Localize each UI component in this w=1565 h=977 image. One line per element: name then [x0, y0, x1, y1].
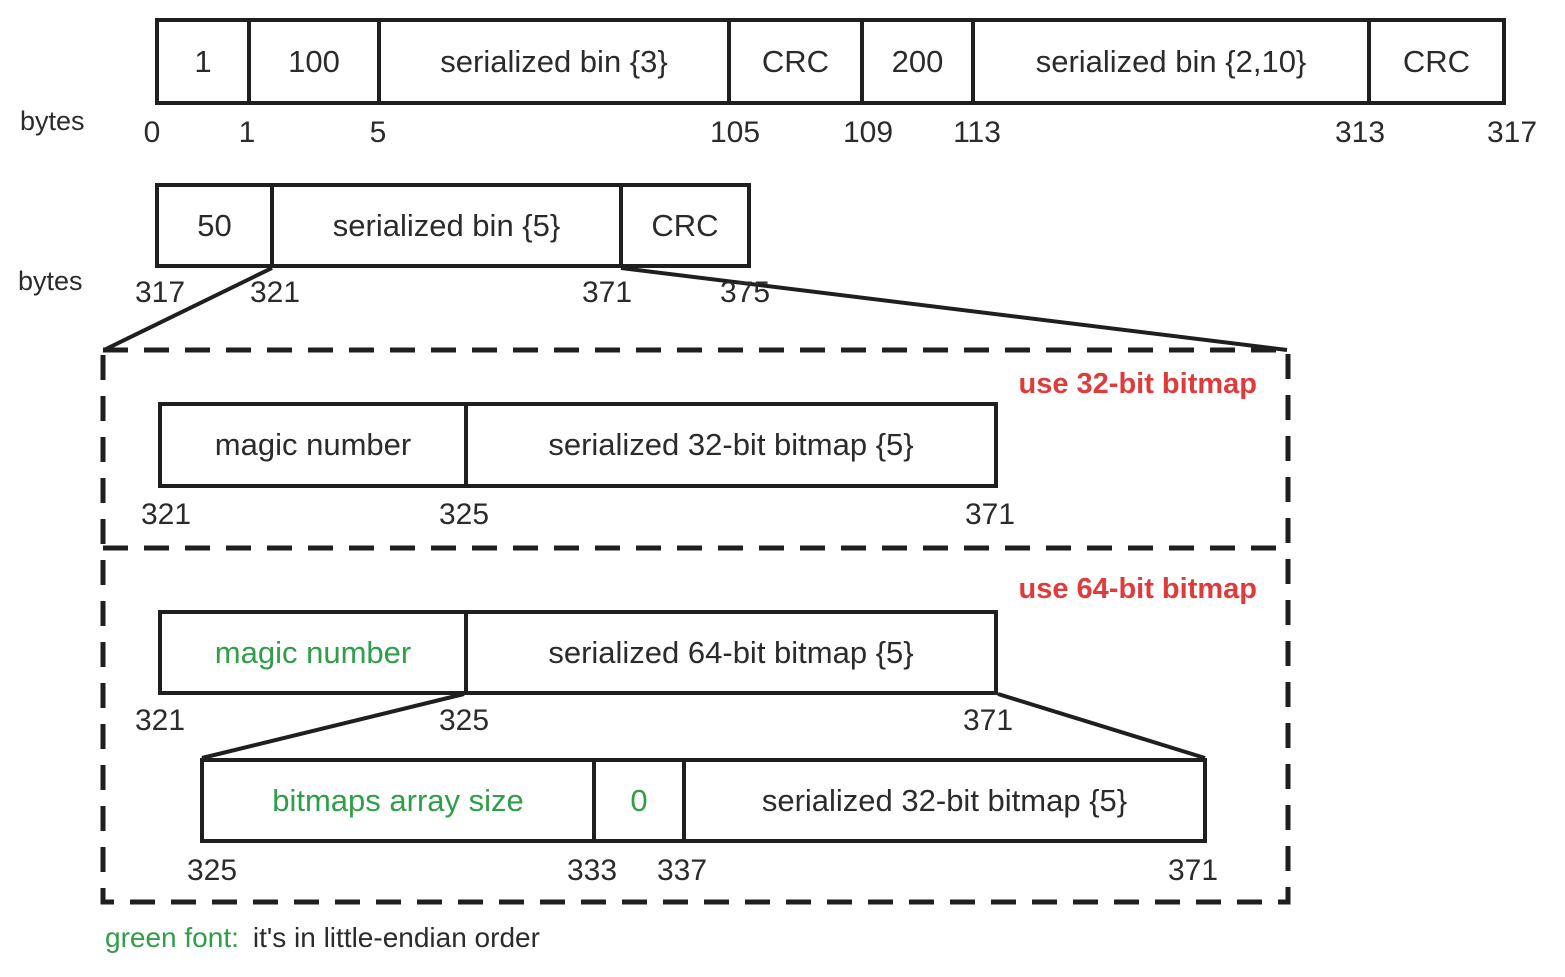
box-cell-serialized-64bit-bitmap: serialized 64-bit bitmap {5} — [548, 634, 914, 670]
box-cell-serialized-bin-3: serialized bin {3} — [381, 22, 731, 101]
box-cell-bitmaps-array-size: bitmaps array size — [204, 762, 596, 839]
box-cell-serialized-32bit-bitmap: serialized 32-bit bitmap {5} — [548, 427, 914, 462]
byte-offset: 113 — [953, 116, 1001, 149]
bytes-label-row2: bytes — [18, 266, 83, 296]
box-cell-magic-number-32: magic number — [162, 406, 468, 484]
box-cell-serialized-32bit-bitmap-inner: serialized 32-bit bitmap {5} — [761, 782, 1128, 818]
box-cell-serialized-bin-210: serialized bin {2,10} — [975, 22, 1371, 101]
box-cell-key-100: 100 — [251, 22, 381, 101]
byte-offset: 5 — [369, 116, 387, 149]
zoom-connector-right — [620, 266, 1288, 352]
byte-offset: 371 — [1167, 854, 1219, 887]
byte-offset: 105 — [709, 116, 761, 149]
box-cell-crc-1: CRC — [731, 22, 864, 101]
zoom-connector-inner-right — [997, 692, 1206, 760]
byte-offset: 109 — [842, 116, 894, 149]
byte-offset: 321 — [140, 498, 192, 531]
byte-offset: 371 — [581, 276, 633, 309]
legend: green font: it's in little-endian order — [105, 922, 540, 954]
bitmap32-row: magic number serialized 32-bit bitmap {5… — [158, 402, 998, 488]
legend-key: green font: — [105, 922, 239, 953]
box-cell-crc-3: CRC — [651, 207, 719, 243]
dashed-detail-box — [100, 347, 1291, 905]
box-cell-serialized-bin-5: serialized bin {5} — [274, 187, 623, 264]
byte-offset: 325 — [438, 498, 490, 531]
box-cell-zero: 0 — [596, 762, 686, 839]
bitmap64-row: magic number serialized 64-bit bitmap {5… — [158, 610, 998, 695]
zoom-connector-inner-left — [201, 692, 465, 760]
caption-64bit: use 64-bit bitmap — [1018, 573, 1258, 605]
box-cell-magic-number-64: magic number — [162, 614, 468, 691]
byte-offset: 1 — [238, 116, 256, 149]
byte-offset: 337 — [656, 854, 708, 887]
byte-offset: 325 — [186, 854, 238, 887]
byte-offset: 321 — [134, 704, 186, 737]
byte-offset: 325 — [438, 704, 490, 737]
byte-offset: 0 — [143, 116, 161, 149]
legend-text: it's in little-endian order — [252, 922, 540, 953]
byte-offset: 317 — [134, 276, 186, 309]
byte-offset: 321 — [249, 276, 301, 309]
byte-offset: 313 — [1334, 116, 1386, 149]
zoom-connector-left — [103, 266, 273, 352]
byte-offset: 371 — [964, 498, 1016, 531]
bytes-label-row1: bytes — [20, 106, 85, 136]
box-cell-key-200: 200 — [864, 22, 975, 101]
stream-row-2: 50 serialized bin {5} CRC — [155, 183, 751, 268]
bitmap64-inner-row: bitmaps array size 0 serialized 32-bit b… — [200, 758, 1207, 843]
byte-offset: 333 — [566, 854, 618, 887]
box-cell-key-50: 50 — [159, 187, 274, 264]
caption-32bit: use 32-bit bitmap — [1018, 368, 1258, 400]
byte-offset: 375 — [719, 276, 771, 309]
stream-row-1: 1 100 serialized bin {3} CRC 200 seriali… — [155, 18, 1506, 105]
byte-offset: 371 — [962, 704, 1014, 737]
byte-offset: 317 — [1486, 116, 1538, 149]
box-cell-count-1: 1 — [159, 22, 251, 101]
box-cell-crc-2: CRC — [1402, 43, 1471, 79]
